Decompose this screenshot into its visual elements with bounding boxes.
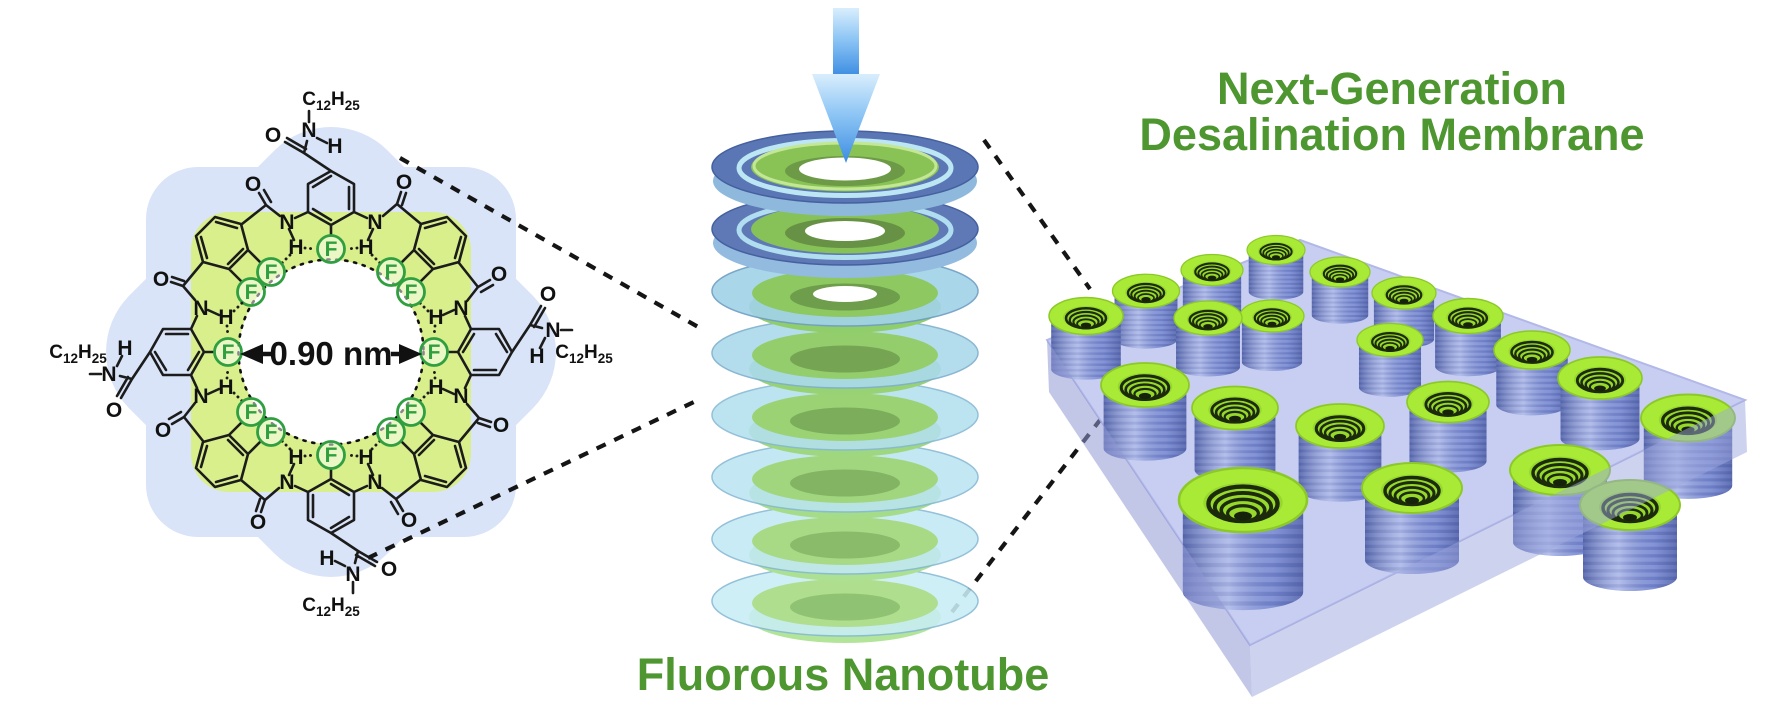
nitrogen-atom-label: N (367, 471, 382, 494)
nitrogen-atom-label: N (301, 119, 316, 142)
membrane-title-line1: Next-Generation (1217, 63, 1567, 114)
dodecyl-chain-label: C12H25 (555, 342, 613, 366)
dodecyl-chain-label: C12H25 (302, 89, 360, 113)
connector-nanotube-to-membrane-bottom (950, 418, 1102, 614)
membrane-title-line2: Desalination Membrane (1139, 109, 1644, 160)
hydrogen-atom-label: H (428, 376, 443, 399)
macrocycle-disc (711, 379, 979, 457)
hydrogen-atom-label: H (288, 236, 303, 259)
macrocycle-disc (711, 255, 979, 333)
oxygen-atom-label: O (245, 173, 261, 196)
connector-macrocycle-to-nanotube-bottom (367, 398, 699, 560)
membrane-slab-left-face (1047, 340, 1252, 697)
macrocycle-disc (711, 317, 979, 395)
membrane-nanotube-pore (1431, 297, 1505, 378)
oxygen-atom-label: O (155, 419, 171, 442)
fluorine-atom-label: F (385, 261, 398, 284)
fluorine-atom-label: F (265, 261, 278, 284)
pore-opening (239, 260, 423, 444)
membrane-nanotube-pore (1355, 322, 1425, 398)
macrocycle-structure-diagram: F F F F F F F F F F F F H H H H H H H H … (49, 89, 613, 619)
oxygen-atom-label: O (106, 399, 122, 422)
dodecyl-chain-label: C12H25 (49, 342, 107, 366)
nitrogen-atom-label: N (279, 211, 294, 234)
macrocycle-disc (711, 565, 979, 643)
water-flow-arrow (812, 8, 880, 163)
membrane-nanotube-pore (1556, 355, 1644, 452)
pore-diameter-label: 0.90 nm (270, 335, 393, 372)
nitrogen-atom-label: N (193, 297, 208, 320)
nitrogen-atom-label: N (453, 297, 468, 320)
nitrogen-atom-label: N (279, 471, 294, 494)
oxygen-atom-label: O (493, 414, 509, 437)
hydrogen-atom-label: H (218, 376, 233, 399)
hydrogen-atom-label: H (288, 446, 303, 469)
oxygen-atom-label: O (401, 509, 417, 532)
membrane-nanotube-pore (1405, 380, 1491, 474)
pore-diameter-arrow-left (240, 344, 263, 364)
fluorine-atom-label: F (265, 421, 278, 444)
fluorine-atom-label: F (405, 281, 418, 304)
membrane-nanotube-pore (1172, 299, 1244, 378)
fluorine-atom-label: F (325, 444, 338, 467)
membrane-nanotube-pore (1308, 255, 1372, 325)
membrane-3d-model (1045, 234, 1748, 697)
hydrogen-atom-label: H (529, 345, 544, 368)
fluorine-atom-label: F (245, 401, 258, 424)
pore-diameter-annotation: 0.90 nm (240, 335, 422, 372)
fluorine-atom-label: F (245, 281, 258, 304)
oxygen-atom-label: O (396, 171, 412, 194)
membrane-slab-right-face (1250, 400, 1747, 697)
oxygen-atom-label: O (381, 558, 397, 581)
fluorine-atom-label: F (428, 341, 441, 364)
fluorine-atom-label: F (325, 238, 338, 261)
fluorine-atom-label: F (222, 341, 235, 364)
connector-nanotube-to-membrane-top (982, 138, 1092, 291)
oxygen-atom-label: O (250, 511, 266, 534)
hydrogen-atom-label: H (428, 306, 443, 329)
hydrogen-atom-label: H (327, 135, 342, 158)
membrane-nanotube-pore (1246, 234, 1306, 301)
macrocycle-disc (711, 503, 979, 581)
macrocycle-disc (711, 441, 979, 519)
nanotube-3d-model (711, 8, 979, 643)
nitrogen-atom-label: N (193, 385, 208, 408)
hydrogen-atom-label: H (319, 547, 334, 570)
fluorine-atom-label: F (405, 401, 418, 424)
oxygen-atom-label: O (265, 124, 281, 147)
fluorine-atom-label: F (385, 421, 398, 444)
nitrogen-atom-label: N (101, 363, 116, 386)
nitrogen-atom-label: N (367, 211, 382, 234)
nitrogen-atom-label: N (545, 319, 560, 342)
nitrogen-atom-label: N (345, 563, 360, 586)
hydrogen-atom-label: H (218, 306, 233, 329)
hydrogen-atom-label: H (358, 446, 373, 469)
hydrogen-atom-label: H (358, 236, 373, 259)
nitrogen-atom-label: N (453, 385, 468, 408)
oxygen-atom-label: O (540, 283, 556, 306)
oxygen-atom-label: O (153, 268, 169, 291)
hydrogen-atom-label: H (117, 337, 132, 360)
pore-diameter-arrow-right (399, 344, 422, 364)
nanotube-caption: Fluorous Nanotube (637, 649, 1049, 700)
dodecyl-chain-label: C12H25 (302, 595, 360, 619)
membrane-nanotube-pore (1238, 298, 1306, 373)
oxygen-atom-label: O (491, 263, 507, 286)
